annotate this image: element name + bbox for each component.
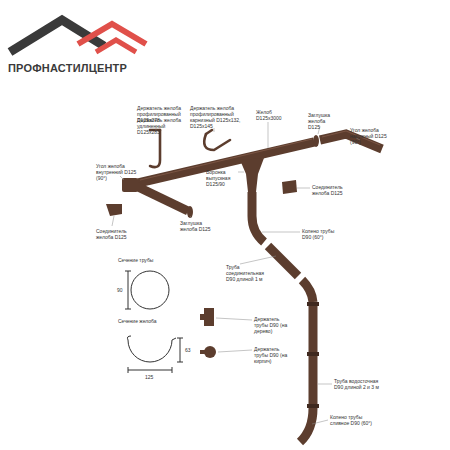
pipe-joints xyxy=(307,302,319,408)
section-label: Сечение желоба xyxy=(118,318,168,324)
dimension-value: 63 xyxy=(185,347,191,353)
part-label: Воронка выпускная D125/90 xyxy=(206,169,238,187)
pipe-holders xyxy=(200,308,216,358)
part-label: Колено трубы D90 (60°) xyxy=(302,228,338,240)
part-label: Желоб D125x3000 xyxy=(256,109,286,121)
dimension-value: 125 xyxy=(145,374,153,380)
gutter-highlights xyxy=(140,131,380,180)
leader-lines xyxy=(112,122,360,424)
part-label: Труба водосточная D90 длиной 2 и 3 м xyxy=(334,378,380,390)
part-label: Держатель трубы D90 (на дерево) xyxy=(254,316,290,334)
part-label: Труба соединительная D90 длиной 1 м xyxy=(226,264,268,282)
logo-text: ПРОФНАСТИЛЦЕНТР xyxy=(8,62,127,75)
part-label: Держатель трубы D90 (на кирпич) xyxy=(254,346,290,364)
part-label: Угол желоба внутренний D125 (90°) xyxy=(96,163,138,181)
section-label: Сечение трубы xyxy=(118,257,168,263)
gutter-parts xyxy=(106,135,319,218)
part-label: Держатель желоба удлиненный D125x283 xyxy=(137,117,181,135)
part-label: Угол желоба наружный D125 (90°) xyxy=(350,127,394,145)
part-label: Заглушка желоба D125 xyxy=(180,220,214,232)
dimension-value: 90 xyxy=(117,287,123,293)
part-label: Заглушка желоба D125 xyxy=(308,112,338,130)
part-label: Соединитель желоба D125 xyxy=(96,228,130,240)
part-label: Держатель желоба профилированный карнизн… xyxy=(190,105,246,129)
part-label: Колено трубы сливное D90 (60°) xyxy=(330,414,374,426)
logo-roof xyxy=(10,20,146,52)
gutters xyxy=(136,134,382,211)
part-label: Соединитель желоба D125 xyxy=(312,184,348,196)
